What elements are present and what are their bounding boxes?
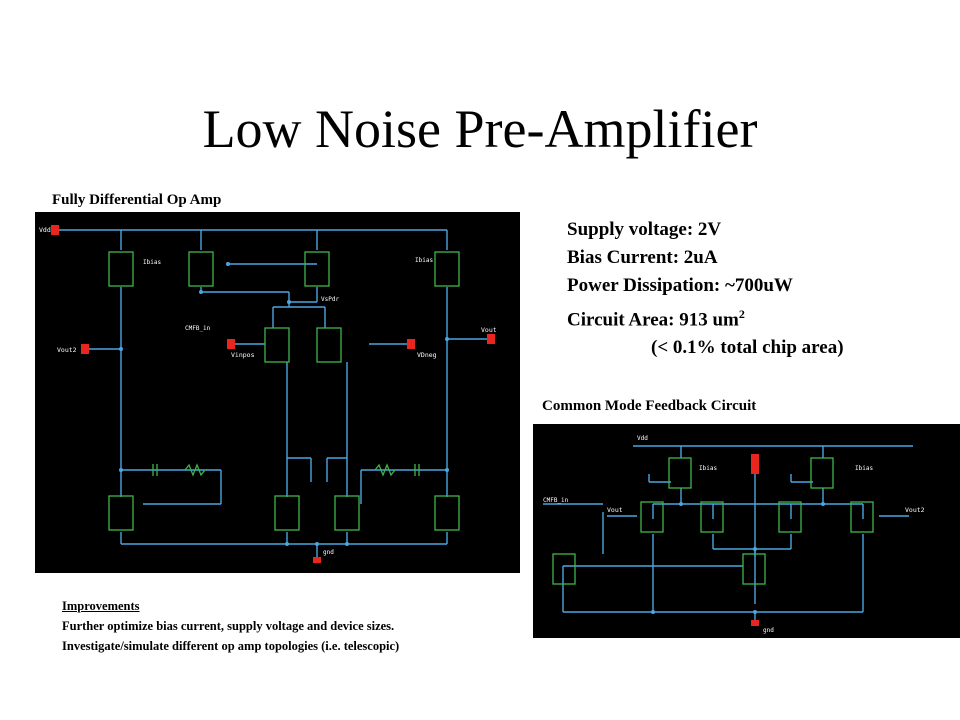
opamp-schematic: Vdd Ibias Ibias VsPdr CMFB_in Vinpos VDn…	[35, 212, 520, 573]
cmfb-ibias-left-label: Ibias	[699, 465, 717, 472]
spec-area: Circuit Area: 913 um2	[567, 300, 844, 334]
opamp-junctions	[119, 262, 449, 546]
cmfb-gnd-label: gnd	[763, 627, 774, 634]
opamp-vsp-label: VsPdr	[321, 296, 339, 303]
cmfb-schematic: Vdd Ibias Ibias CMFB_in Vout Vout2 gnd	[533, 424, 960, 638]
spec-bias: Bias Current: 2uA	[567, 247, 718, 268]
spec-area-note: (< 0.1% total chip area)	[651, 337, 844, 359]
cmfb-vout2-label: Vout2	[905, 506, 925, 514]
opamp-vout2-label: Vout2	[57, 346, 77, 354]
spec-power: Power Dissipation: ~700uW	[567, 275, 793, 296]
opamp-caption: Fully Differential Op Amp	[52, 192, 222, 208]
opamp-schematic-svg: Vdd Ibias Ibias VsPdr CMFB_in Vinpos VDn…	[39, 225, 497, 563]
spec-list: Supply voltage: 2V Bias Current: 2uA Pow…	[567, 216, 844, 362]
opamp-vinpos-label: Vinpos	[231, 351, 255, 359]
opamp-gnd-label: gnd	[323, 549, 334, 556]
cmfb-transistors	[552, 457, 874, 585]
improvements-block: Improvements Further optimize bias curre…	[62, 596, 399, 656]
improvements-heading: Improvements	[62, 599, 140, 613]
opamp-passives	[152, 463, 420, 477]
cmfb-vdd-label: Vdd	[637, 435, 648, 442]
cmfb-vout-label: Vout	[607, 506, 623, 514]
opamp-ibias-left-label: Ibias	[143, 259, 161, 266]
opamp-vdneg-label: VDneg	[417, 351, 437, 359]
opamp-ibias-right-label: Ibias	[415, 257, 433, 264]
opamp-wires	[57, 229, 487, 557]
cmfb-pins	[751, 454, 759, 626]
slide-title: Low Noise Pre-Amplifier	[202, 99, 758, 159]
cmfb-cmfb-in-label: CMFB_in	[543, 497, 569, 504]
spec-supply: Supply voltage: 2V	[567, 219, 722, 240]
improvements-item-2: Investigate/simulate different op amp to…	[62, 639, 400, 653]
opamp-vout-label: Vout	[481, 326, 497, 334]
spec-area-text: Circuit Area: 913 um	[567, 309, 739, 331]
cmfb-caption: Common Mode Feedback Circuit	[542, 398, 757, 414]
spec-area-sup: 2	[738, 307, 745, 321]
opamp-transistors	[108, 251, 460, 531]
cmfb-ibias-right-label: Ibias	[855, 465, 873, 472]
cmfb-junctions	[651, 502, 825, 614]
opamp-cmfb-in-label: CMFB_in	[185, 325, 211, 332]
cmfb-wires	[543, 445, 913, 620]
improvements-item-1: Further optimize bias current, supply vo…	[62, 619, 395, 633]
opamp-pins	[51, 225, 495, 563]
cmfb-schematic-svg: Vdd Ibias Ibias CMFB_in Vout Vout2 gnd	[543, 435, 925, 634]
opamp-vdd-label: Vdd	[39, 226, 51, 234]
